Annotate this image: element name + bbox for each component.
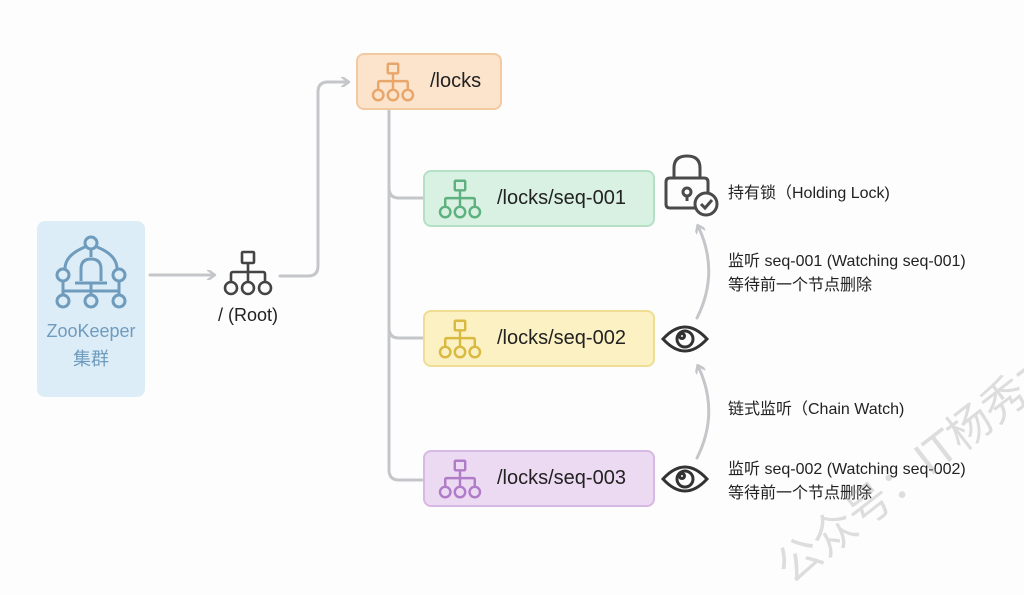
znode-seq-003[interactable]: /locks/seq-003: [423, 450, 655, 507]
znode-label: /locks: [430, 70, 482, 92]
root-label: / (Root): [217, 305, 278, 325]
hierarchy-icon: [371, 62, 415, 101]
hierarchy-icon: [438, 179, 482, 218]
znode-seq-001[interactable]: /locks/seq-001: [423, 170, 655, 227]
hierarchy-icon: [438, 319, 482, 358]
znode-label: /locks/seq-002: [497, 327, 626, 349]
cluster-subtitle: 集群: [73, 349, 109, 369]
znode-locks[interactable]: /locks: [356, 53, 502, 110]
znode-label: /locks/seq-001: [497, 187, 626, 209]
holding-lock-label: 持有锁（Holding Lock): [728, 185, 890, 202]
eye-icon: [660, 325, 710, 353]
eye-icon: [660, 465, 710, 493]
root-to-locks-arrow: [278, 82, 348, 278]
znode-seq-002[interactable]: /locks/seq-002: [423, 310, 655, 367]
hierarchy-icon: [438, 459, 482, 498]
branch-seq-002: [387, 326, 425, 340]
watch-line-1: 监听 seq-002 (Watching seq-002): [728, 461, 966, 478]
cluster-title: ZooKeeper: [46, 321, 136, 341]
connector-lines: [148, 0, 711, 482]
hierarchy-icon: [223, 250, 273, 296]
znode-label: /locks/seq-003: [497, 467, 626, 489]
watch-line-2: 等待前一个节点删除: [728, 277, 873, 294]
chain-watch-arrow-2-to-1: [697, 226, 711, 320]
zookeeper-cluster: ZooKeeper 集群: [37, 221, 145, 397]
branch-seq-001: [387, 186, 425, 200]
root-node[interactable]: / (Root): [200, 250, 296, 326]
watch-seq-002-text: 监听 seq-002 (Watching seq-002) 等待前一个节点删除: [728, 458, 966, 506]
cluster-tree-icon: [55, 235, 127, 309]
chain-watch-arrow-3-to-2: [697, 366, 711, 460]
locks-trunk-line: [387, 108, 425, 482]
watch-line-2: 等待前一个节点删除: [728, 485, 873, 502]
watch-line-1: 监听 seq-001 (Watching seq-001): [728, 253, 966, 270]
lock-check-icon: [664, 154, 719, 217]
chain-watch-label: 链式监听（Chain Watch): [728, 401, 905, 418]
watch-seq-001-text: 监听 seq-001 (Watching seq-001) 等待前一个节点删除: [728, 250, 966, 298]
